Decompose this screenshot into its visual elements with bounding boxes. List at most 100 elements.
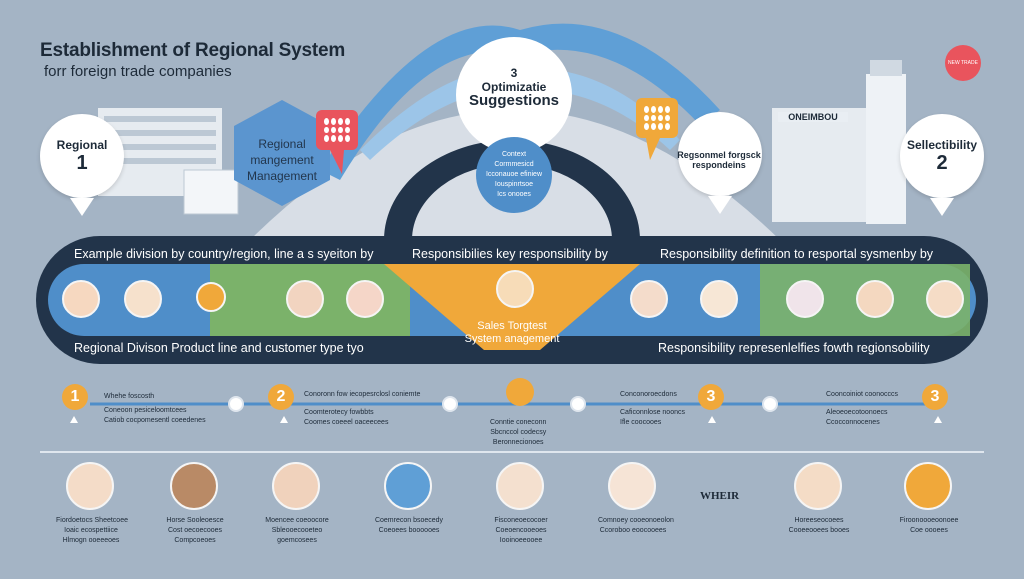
pin-responsibility (678, 112, 762, 214)
person-line: Fisconeoecocoer (494, 517, 548, 524)
timeline-text: Conconoroecdons Caficonnlose nooncs Ifle… (620, 390, 685, 428)
right-pin-line: Regsonmel forgsck (677, 150, 761, 160)
person-line: Firoonoooeoonoee (899, 517, 959, 524)
person-text: Firoonoooeoonoee Coe oooees (894, 516, 964, 536)
person-line: Compcoeoes (174, 537, 216, 544)
page-subtitle: forr foreign trade companies (44, 63, 232, 80)
avatar (608, 462, 656, 510)
timeline-line: Beronnecionoes (492, 439, 544, 446)
person-line: Cooeeooees booes (788, 527, 850, 534)
person-text: Comnoey cooeonoeolon Ccoroboo eoocooees (598, 516, 674, 536)
globe-icon (196, 282, 226, 312)
avatar (170, 462, 218, 510)
hexagon-label: Regional mangement Management (232, 136, 332, 184)
center-title: 3 Optimizatie Suggestions (452, 66, 576, 108)
band-mid-line: Sales Torgtest (477, 320, 547, 332)
timeline-line: Whehe foscosth (104, 393, 155, 400)
avatar (630, 280, 668, 318)
timeline-text: Conntie coneconn Sbcnccol codecsy Beronn… (490, 418, 546, 448)
timeline-line: Aleoeoecotoonoecs (826, 409, 888, 416)
pin-number: 1 (76, 151, 88, 174)
avatar (272, 462, 320, 510)
timeline-line: Ccocconnocenes (826, 419, 880, 426)
page-title: Establishment of Regional System (40, 40, 346, 61)
person-line: Coe oooees (910, 527, 948, 534)
person-line: Iooinoeeooee (499, 537, 543, 544)
timeline-marker: 3 (922, 384, 948, 410)
new-badge: NEW TRADE (945, 45, 981, 81)
person-line: Sbleooecooeteo (271, 527, 323, 534)
avatar (384, 462, 432, 510)
avatar (794, 462, 842, 510)
pin-regional: Regional 1 (40, 114, 124, 216)
timeline-line: Caficonnlose nooncs (620, 409, 685, 416)
person-line: Coeoencooeoes (495, 527, 547, 534)
avatar (66, 462, 114, 510)
avatar (904, 462, 952, 510)
person-line: Ccoroboo eoocooees (599, 527, 667, 534)
timeline-line: Cooncoiniot coonocccs (826, 391, 898, 398)
timeline-pointer-icon (708, 416, 716, 423)
timeline-line: Conconoroecdons (620, 391, 677, 398)
right-pin-label: Regsonmel forgsck respondeins (676, 150, 762, 170)
bubble-line: Icconauoe efiniew (485, 171, 543, 178)
avatar (496, 270, 534, 308)
timeline-line: Conoronn fow iecopesrclosl coniemte (304, 391, 421, 398)
timeline-pointer-icon (934, 416, 942, 423)
avatar (62, 280, 100, 318)
timeline-line: Sbcnccol codecsy (490, 429, 547, 436)
center-heading: Suggestions (468, 92, 559, 109)
center-line: Optimizatie (481, 80, 547, 94)
pin-tip (70, 198, 94, 216)
person-line: Cost oecoecooes (167, 527, 223, 534)
person-text: Coemrecon bsoecedy Coeoees boooooes (374, 516, 444, 536)
pin-number: 2 (936, 151, 948, 174)
timeline-line: Ifle coocooes (620, 419, 662, 426)
pin-label: Regional (56, 137, 108, 152)
pin-label: Sellectibility (906, 137, 978, 152)
person-line: Comnoey cooeonoeolon (598, 517, 674, 524)
person-text: Moencee coeoocore Sbleooecooeteo goemcos… (262, 516, 332, 546)
avatar (856, 280, 894, 318)
bubble-line: Iouspinrtsoe (494, 181, 534, 188)
timeline-text: Whehe foscosth Coneoon pesiceloomtcees C… (104, 392, 206, 426)
timeline-line: Coomes coeeel oaceecees (304, 419, 389, 426)
timeline-marker: 3 (698, 384, 724, 410)
band-head-left: Example division by country/region, line… (74, 247, 374, 261)
person-line: Ioaic ecospettiice (64, 527, 118, 534)
person-line: Fiordoetocs Sheetcoee (56, 517, 128, 524)
globe-icon (506, 378, 534, 406)
person-line: Moencee coeoocore (265, 517, 329, 524)
bubble-line: Cormmesicd (494, 161, 534, 168)
avatar (286, 280, 324, 318)
person-text: Horse Sooleoesce Cost oecoecooes Compcoe… (160, 516, 230, 546)
timeline-marker: 1 (62, 384, 88, 410)
timeline-text: Cooncoiniot coonocccs Aleoeoecotoonoecs … (826, 390, 898, 428)
pin-tip (708, 196, 732, 214)
bubble-line: Context (501, 151, 527, 158)
right-pin-line: respondeins (692, 160, 746, 170)
timeline-line: Conntie coneconn (490, 419, 547, 426)
avatar (124, 280, 162, 318)
center-number: 3 (510, 66, 518, 80)
pin-tip (930, 198, 954, 216)
person-text: Horeeseocoees Cooeeooees booes (784, 516, 854, 536)
timeline-text: Conoronn fow iecopesrclosl coniemte Coom… (304, 390, 420, 428)
timeline-node (570, 396, 586, 412)
timeline-node (228, 396, 244, 412)
chat-bubble-icon (644, 106, 670, 130)
people-caption: WHEIR (700, 490, 740, 502)
person-text: Fiordoetocs Sheetcoee Ioaic ecospettiice… (56, 516, 128, 546)
timeline-node (442, 396, 458, 412)
timeline-marker: 2 (268, 384, 294, 410)
avatar (700, 280, 738, 318)
timeline-node (762, 396, 778, 412)
band-head-right: Responsibility definition to resportal s… (660, 247, 934, 261)
hexagon-line: Regional (258, 137, 306, 151)
person-line: Coeoees boooooes (378, 527, 440, 534)
person-line: Coemrecon bsoecedy (374, 517, 444, 524)
band-mid-label: Sales Torgtest System anagement (446, 320, 578, 346)
hexagon-line: mangement (250, 153, 314, 167)
person-line: Horeeseocoees (794, 517, 844, 524)
center-bubble-text: Context Cormmesicd Icconauoe efiniew Iou… (476, 150, 552, 200)
